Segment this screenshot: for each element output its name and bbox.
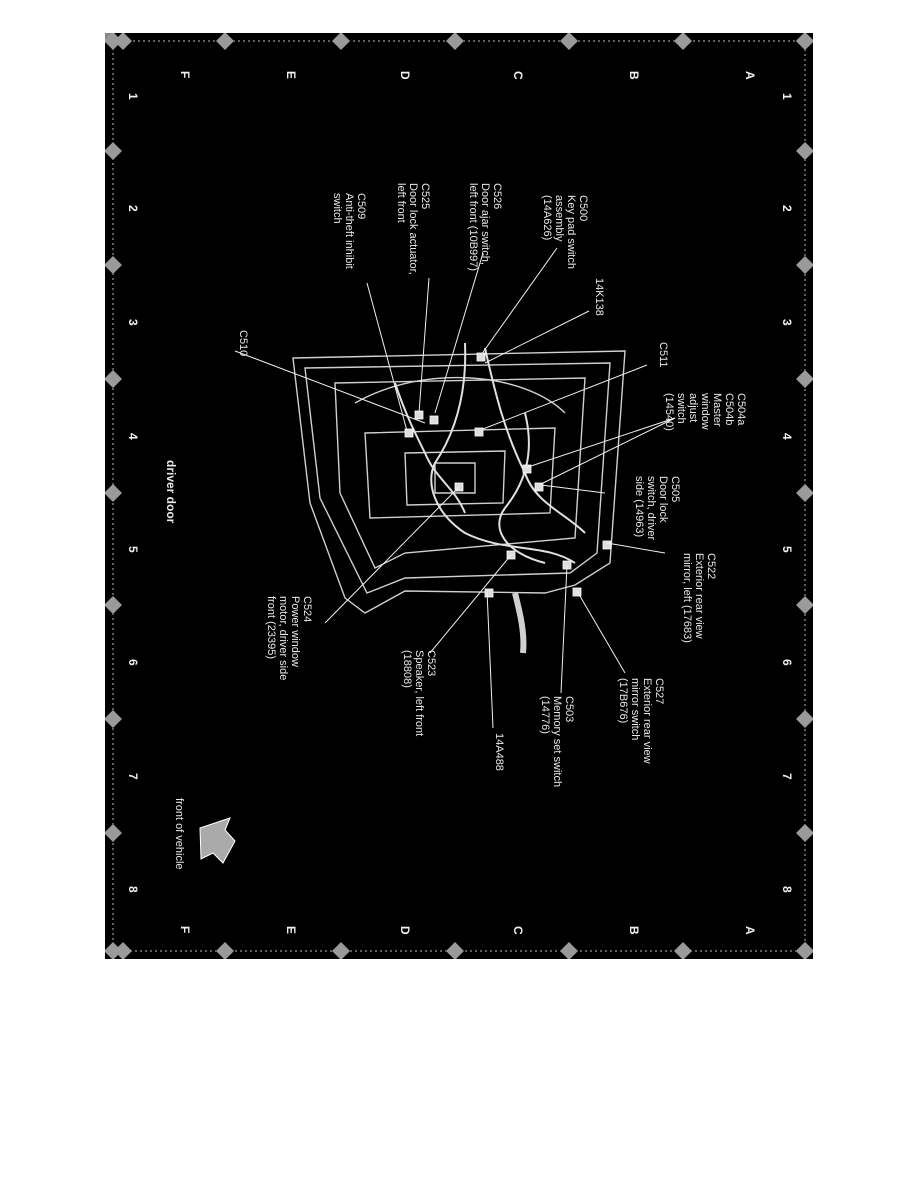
grid-row-label-b: B (627, 926, 641, 935)
tick-left-0 (105, 33, 122, 50)
tick-top-4 (560, 33, 578, 50)
tick-right-1 (796, 142, 813, 160)
tick-right-8 (796, 942, 813, 959)
grid-column-label-2: 2 (126, 205, 140, 212)
grid-row-label-c: C (511, 926, 525, 935)
tick-left-2 (105, 256, 122, 274)
tick-right-5 (796, 596, 813, 614)
tick-right-3 (796, 370, 813, 388)
door-outline (292, 350, 626, 614)
tick-left-7 (105, 824, 122, 842)
tick-left-8 (105, 942, 122, 959)
callout-c525: C525 Door lock actuator, left front (395, 183, 431, 275)
grid-column-label-1: 1 (126, 93, 140, 100)
door-wiring-drawing (105, 33, 813, 959)
diagram-frame: C500 Key pad switch assembly (14A626) C5… (105, 33, 813, 959)
grid-column-label-3: 3 (780, 319, 794, 326)
grid-row-label-c: C (511, 71, 525, 80)
grid-column-label-5: 5 (126, 546, 140, 553)
tick-right-6 (796, 710, 813, 728)
tick-right-7 (796, 824, 813, 842)
tick-bottom-3 (446, 942, 464, 959)
grid-column-label-1: 1 (780, 93, 794, 100)
tick-right-2 (796, 256, 813, 274)
callout-c503: C503 Memory set switch (14776) (539, 696, 575, 788)
callout-14k138: 14K138 (593, 278, 605, 316)
callout-c524: C524 Power window motor, driver side fro… (265, 596, 313, 681)
wiring-harness (394, 342, 586, 654)
tick-bottom-4 (560, 942, 578, 959)
connectors (404, 352, 612, 598)
tick-right-4 (796, 484, 813, 502)
callout-c511: C511 (657, 342, 669, 368)
callout-c523: C523 Speaker, left front (18808) (401, 650, 437, 737)
grid-row-label-d: D (398, 71, 412, 80)
tick-right-0 (796, 33, 813, 50)
callout-c500: C500 Key pad switch assembly (14A626) (541, 195, 589, 269)
grid-column-label-8: 8 (126, 886, 140, 893)
grid-column-label-7: 7 (780, 773, 794, 780)
tick-top-0 (114, 33, 132, 50)
grid-column-label-6: 6 (126, 659, 140, 666)
leader-lines (234, 247, 676, 729)
grid-column-label-4: 4 (126, 433, 140, 440)
tick-left-6 (105, 710, 122, 728)
front-of-vehicle-arrow (199, 817, 236, 864)
tick-left-3 (105, 370, 122, 388)
grid-column-label-5: 5 (780, 546, 794, 553)
callout-c510: C510 (237, 330, 249, 357)
tick-left-4 (105, 484, 122, 502)
tick-bottom-0 (114, 942, 132, 959)
grid-row-label-b: B (627, 71, 641, 80)
grid-row-label-f: F (178, 71, 192, 79)
tick-bottom-1 (216, 942, 234, 959)
tick-top-5 (674, 33, 692, 50)
callout-c504: C504a C504b Master window adjust switch … (663, 393, 747, 431)
tick-top-3 (446, 33, 464, 50)
callout-14a488: 14A488 (493, 733, 505, 771)
callout-c505: C505 Door lock switch, driver side (1496… (633, 476, 681, 541)
tick-top-2 (332, 33, 350, 50)
grid-border (112, 40, 806, 952)
callout-c527: C527 Exterior rear view mirror switch (1… (617, 678, 665, 764)
grid-row-label-a: A (743, 71, 757, 80)
callout-c509: C509 Anti-theft inhibit switch (331, 193, 367, 269)
front-of-vehicle-label: front of vehicle (173, 798, 185, 870)
tick-bottom-5 (674, 942, 692, 959)
grid-column-label-3: 3 (126, 319, 140, 326)
grid-column-label-4: 4 (780, 433, 794, 440)
grid-row-label-e: E (284, 926, 298, 935)
grid-row-label-a: A (743, 926, 757, 935)
tick-left-1 (105, 142, 122, 160)
callout-c522: C522 Exterior rear view mirror, left (17… (681, 553, 717, 643)
tick-top-1 (216, 33, 234, 50)
callout-c526: C526 Door ajar switch, left front (10B99… (467, 183, 503, 272)
grid-column-label-6: 6 (780, 659, 794, 666)
grid-row-label-f: F (178, 926, 192, 934)
grid-row-label-e: E (284, 71, 298, 80)
grid-column-label-7: 7 (126, 773, 140, 780)
grid-row-label-d: D (398, 926, 412, 935)
grid-column-label-8: 8 (780, 886, 794, 893)
diagram-title: driver door (164, 460, 178, 524)
grid-column-label-2: 2 (780, 205, 794, 212)
tick-bottom-2 (332, 942, 350, 959)
tick-left-5 (105, 596, 122, 614)
